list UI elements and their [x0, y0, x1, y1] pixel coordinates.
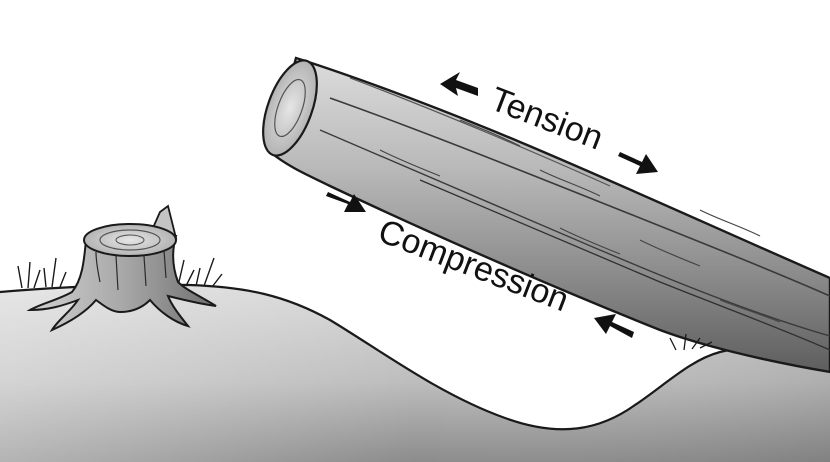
- tension-right-arrow: [618, 152, 658, 174]
- tension-left-arrow: [440, 72, 478, 96]
